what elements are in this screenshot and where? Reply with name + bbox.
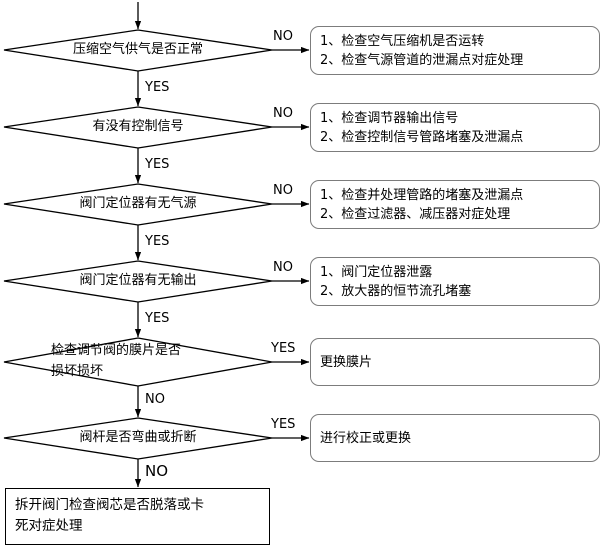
decision-label-step3: 阀门定位器有无气源 bbox=[79, 196, 197, 211]
branch-label-step4-yes: YES bbox=[145, 311, 170, 326]
action-box-step4[interactable]: 1、阀门定位器泄露 2、放大器的恒节流孔堵塞 bbox=[310, 257, 600, 306]
action-line: 进行校正或更换 bbox=[320, 430, 412, 446]
action-line: 1、检查并处理管路的堵塞及泄漏点 bbox=[320, 187, 524, 203]
branch-label-step4-no: NO bbox=[273, 260, 293, 275]
action-box-step3[interactable]: 1、检查并处理管路的堵塞及泄漏点 2、检查过滤器、减压器对症处理 bbox=[310, 180, 600, 229]
branch-label-step1-yes: YES bbox=[145, 80, 170, 95]
action-box-step1[interactable]: 1、检查空气压缩机是否运转 2、检查气源管道的泄漏点对症处理 bbox=[310, 26, 600, 75]
action-line: 2、检查气源管道的泄漏点对症处理 bbox=[320, 52, 524, 68]
branch-label-step3-no: NO bbox=[273, 183, 293, 198]
terminal-line: 死对症处理 bbox=[15, 518, 83, 534]
branch-label-step5-yes: YES bbox=[271, 341, 296, 356]
branch-label-step2-no: NO bbox=[273, 106, 293, 121]
branch-label-step3-yes: YES bbox=[145, 234, 170, 249]
branch-label-step6-yes: YES bbox=[271, 417, 296, 432]
decision-label-step6: 阀杆是否弯曲或折断 bbox=[79, 430, 197, 445]
action-box-step6[interactable]: 进行校正或更换 bbox=[310, 414, 600, 462]
branch-label-step5-no: NO bbox=[145, 392, 165, 407]
action-line: 1、检查调节器输出信号 bbox=[320, 110, 459, 126]
action-line: 2、检查控制信号管路堵塞及泄漏点 bbox=[320, 129, 524, 145]
action-line: 1、检查空气压缩机是否运转 bbox=[320, 33, 485, 49]
action-line: 更换膜片 bbox=[320, 354, 373, 370]
action-line: 2、放大器的恒节流孔堵塞 bbox=[320, 283, 472, 299]
action-box-step5[interactable]: 更换膜片 bbox=[310, 338, 600, 386]
action-line: 2、检查过滤器、减压器对症处理 bbox=[320, 206, 511, 222]
decision-label-step5-line2: 损坏损坏 bbox=[51, 364, 104, 379]
action-line: 1、阀门定位器泄露 bbox=[320, 264, 433, 280]
branch-label-step1-no: NO bbox=[273, 29, 293, 44]
branch-label-step6-no: NO bbox=[145, 462, 169, 480]
decision-label-step2: 有没有控制信号 bbox=[92, 119, 184, 134]
decision-label-step1: 压缩空气供气是否正常 bbox=[72, 42, 203, 57]
terminal-line: 拆开阀门检查阀芯是否脱落或卡 bbox=[15, 497, 204, 513]
decision-label-step4: 阀门定位器有无输出 bbox=[79, 273, 197, 288]
terminal-box-final-action[interactable]: 拆开阀门检查阀芯是否脱落或卡 死对症处理 bbox=[5, 488, 270, 545]
action-box-step2[interactable]: 1、检查调节器输出信号 2、检查控制信号管路堵塞及泄漏点 bbox=[310, 103, 600, 152]
branch-label-step2-yes: YES bbox=[145, 157, 170, 172]
decision-label-step5-line1: 检查调节阀的膜片是否 bbox=[51, 343, 182, 358]
